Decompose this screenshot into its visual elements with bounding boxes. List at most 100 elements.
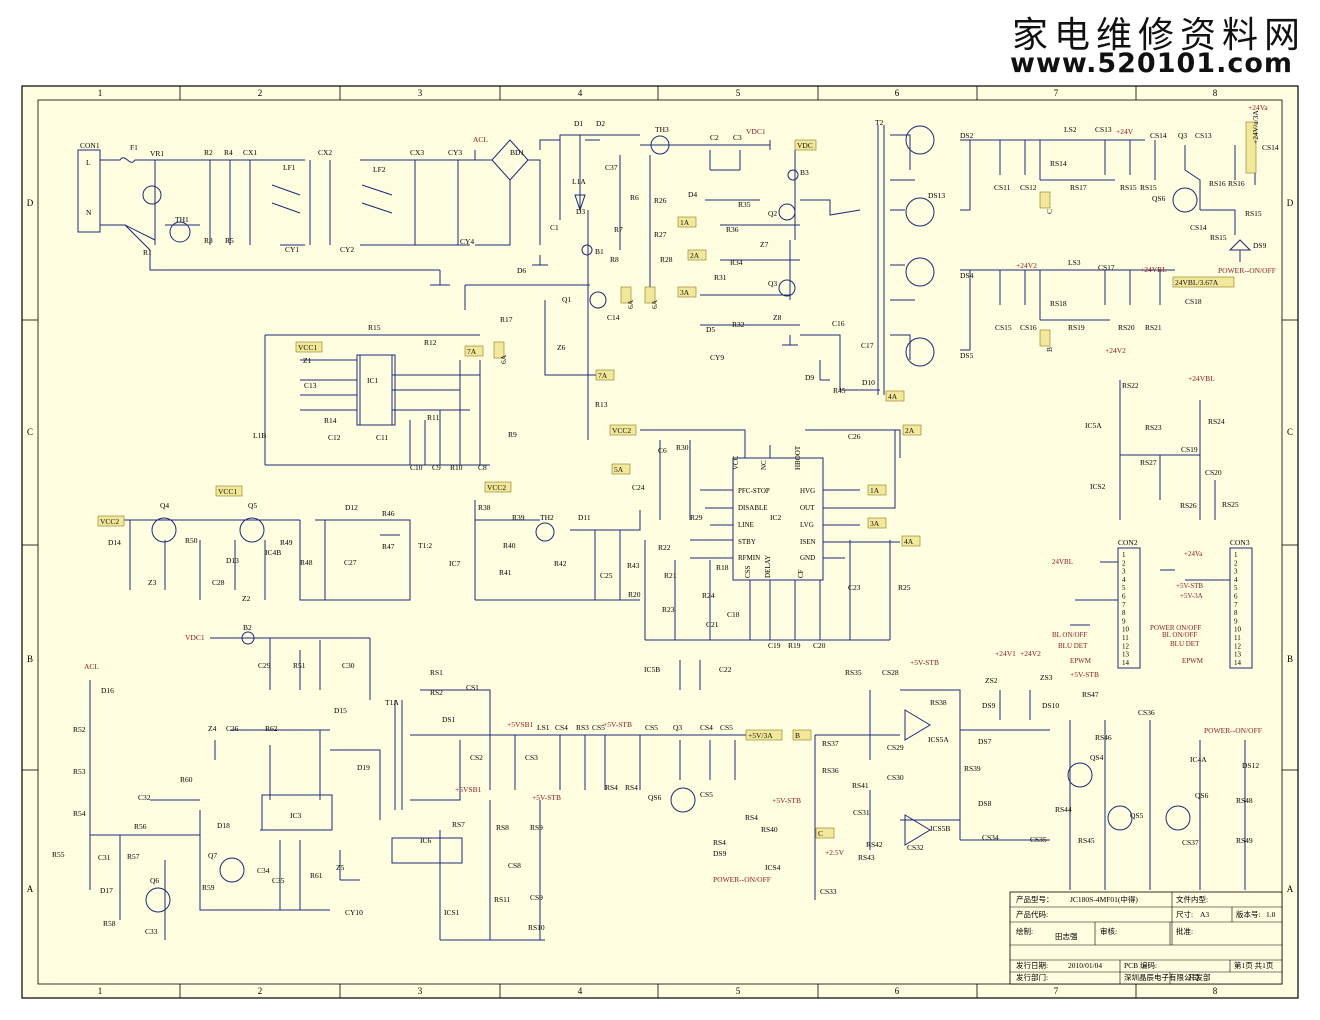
label-r18: R18 — [716, 563, 729, 572]
label-z3: Z3 — [148, 578, 157, 587]
label-cs12: CS12 — [1020, 183, 1037, 192]
net-tag-box — [815, 827, 835, 839]
label-cx1: CX1 — [243, 148, 257, 157]
label-d11: D11 — [578, 513, 591, 522]
connector-pin-number: 13 — [1234, 651, 1242, 659]
connector-pin-number: 7 — [1122, 601, 1126, 609]
label-rs42: RS42 — [866, 840, 883, 849]
label-z5: Z5 — [336, 863, 345, 872]
net-tag-box — [885, 390, 905, 402]
grid-col-top-6: 6 — [895, 88, 900, 98]
check-label: 审核: — [1100, 926, 1117, 936]
grid-col-top-4: 4 — [578, 88, 583, 98]
date-label: 发行日期: — [1016, 960, 1048, 970]
label-ics4: ICS4 — [765, 863, 781, 872]
net-tag-box — [1245, 121, 1257, 174]
outer-frame — [21, 85, 1299, 999]
label-rs4b: RS4 — [625, 783, 638, 792]
label-cs14: CS14 — [1150, 131, 1167, 140]
label-rs48: RS48 — [1236, 796, 1253, 805]
label-r53: R53 — [73, 767, 86, 776]
label-rs4d: RS4 — [713, 838, 726, 847]
net-tag-box — [794, 139, 817, 151]
net-tag-box — [677, 216, 697, 228]
label-c34: C34 — [257, 866, 270, 875]
con2-signal-2: BLU DET — [1058, 642, 1088, 650]
label-c11: C11 — [376, 433, 388, 442]
net-c-23: C — [1045, 209, 1054, 214]
label-b2: B2 — [243, 623, 252, 632]
grid-row-right-D: D — [1287, 198, 1294, 208]
net-n1a-8: 1A — [680, 218, 690, 227]
net-tag-box — [493, 341, 505, 359]
label-cs11: CS11 — [994, 183, 1011, 192]
label-ic6: IC6 — [420, 836, 432, 845]
connector-pin-number: 6 — [1234, 593, 1238, 601]
net-tag-box — [867, 517, 887, 529]
label-c16: C16 — [832, 319, 845, 328]
page-value: 第1页 共1页 — [1234, 960, 1274, 970]
label-c2: C2 — [710, 133, 719, 142]
net-tag-box — [484, 481, 512, 493]
label-c14: C14 — [607, 313, 620, 322]
label-r54: R54 — [73, 809, 86, 818]
label-cs28: CS28 — [882, 668, 899, 677]
label-rs8: RS8 — [496, 823, 509, 832]
connector-pin-number: 1 — [1234, 551, 1238, 559]
label-ls1: LS1 — [537, 723, 550, 732]
label-c1: C1 — [550, 223, 559, 232]
label-r43: R43 — [627, 561, 640, 570]
grid-col-top-2: 2 — [258, 88, 263, 98]
label-r42: R42 — [554, 559, 567, 568]
ic2-pin-hvg: HVG — [800, 487, 815, 495]
label-cs5d: CS5 — [700, 790, 713, 799]
connector-pin-number: 11 — [1122, 634, 1129, 642]
grid-row-right-A: A — [1287, 884, 1294, 894]
label-r32: R32 — [732, 320, 745, 329]
label-z8: Z8 — [773, 313, 782, 322]
title-block: 产品型号： JC180S-4MF01(中得) 文件内型: 产品代码: 尺寸: A… — [1009, 891, 1283, 985]
label-ics5b: ICS5B — [930, 824, 950, 833]
label-ic4b: IC4B — [265, 548, 281, 557]
net-v24v2-46: +24V2 — [1105, 346, 1126, 355]
label-cy10: CY10 — [345, 908, 363, 917]
label-d14: D14 — [108, 538, 121, 547]
label-ls2: LS2 — [1064, 125, 1077, 134]
label-r10: R10 — [450, 463, 463, 472]
net-tag-box — [901, 535, 921, 547]
label-cs13b: CS13 — [1195, 131, 1212, 140]
label-ics5a: ICS5A — [928, 735, 949, 744]
label-rs16b: RS16 — [1228, 179, 1245, 188]
ic2-pin-disable: DISABLE — [738, 504, 768, 512]
label-rs4c: RS4 — [745, 813, 758, 822]
net-v24v2-29: +24V2 — [1016, 261, 1037, 270]
label-z4: Z4 — [208, 724, 217, 733]
label-c3: C3 — [733, 133, 742, 142]
label-d16: D16 — [101, 686, 114, 695]
connector-pin-number: 5 — [1122, 584, 1126, 592]
grid-col-bottom-1: 1 — [98, 986, 103, 996]
label-cs2: CS2 — [470, 753, 483, 762]
label-th1: TH1 — [175, 215, 189, 224]
label-c29: C29 — [258, 661, 271, 670]
label-c6: C6 — [658, 446, 667, 455]
label-rs15: RS15 — [1120, 183, 1137, 192]
net-n6a-14: 6A — [650, 299, 659, 309]
label-z2: Z2 — [242, 594, 251, 603]
net-tag-box — [1039, 329, 1051, 347]
date-value: 2010/01/04 — [1068, 961, 1102, 970]
label-d17: D17 — [100, 886, 113, 895]
label-ic3: IC3 — [290, 811, 302, 820]
label-r4: R4 — [224, 148, 233, 157]
label-c19: C19 — [768, 641, 781, 650]
net-tag-box — [677, 286, 697, 298]
ic2-pin-delay: DELAY — [764, 555, 772, 578]
label-rs21: RS21 — [1145, 323, 1162, 332]
component-labels: CON1LNF1VR1TH1R1R2R3R4R5CX1LF1CX2LF2CX3C… — [52, 118, 1279, 936]
label-l1a: L1A — [572, 177, 586, 186]
net-vcc2-7: VCC2 — [487, 483, 506, 492]
label-ds2: DS2 — [960, 131, 974, 140]
connector-pin-number: 4 — [1234, 576, 1238, 584]
label-d13: D13 — [226, 556, 239, 565]
label-r46: R46 — [382, 509, 395, 518]
